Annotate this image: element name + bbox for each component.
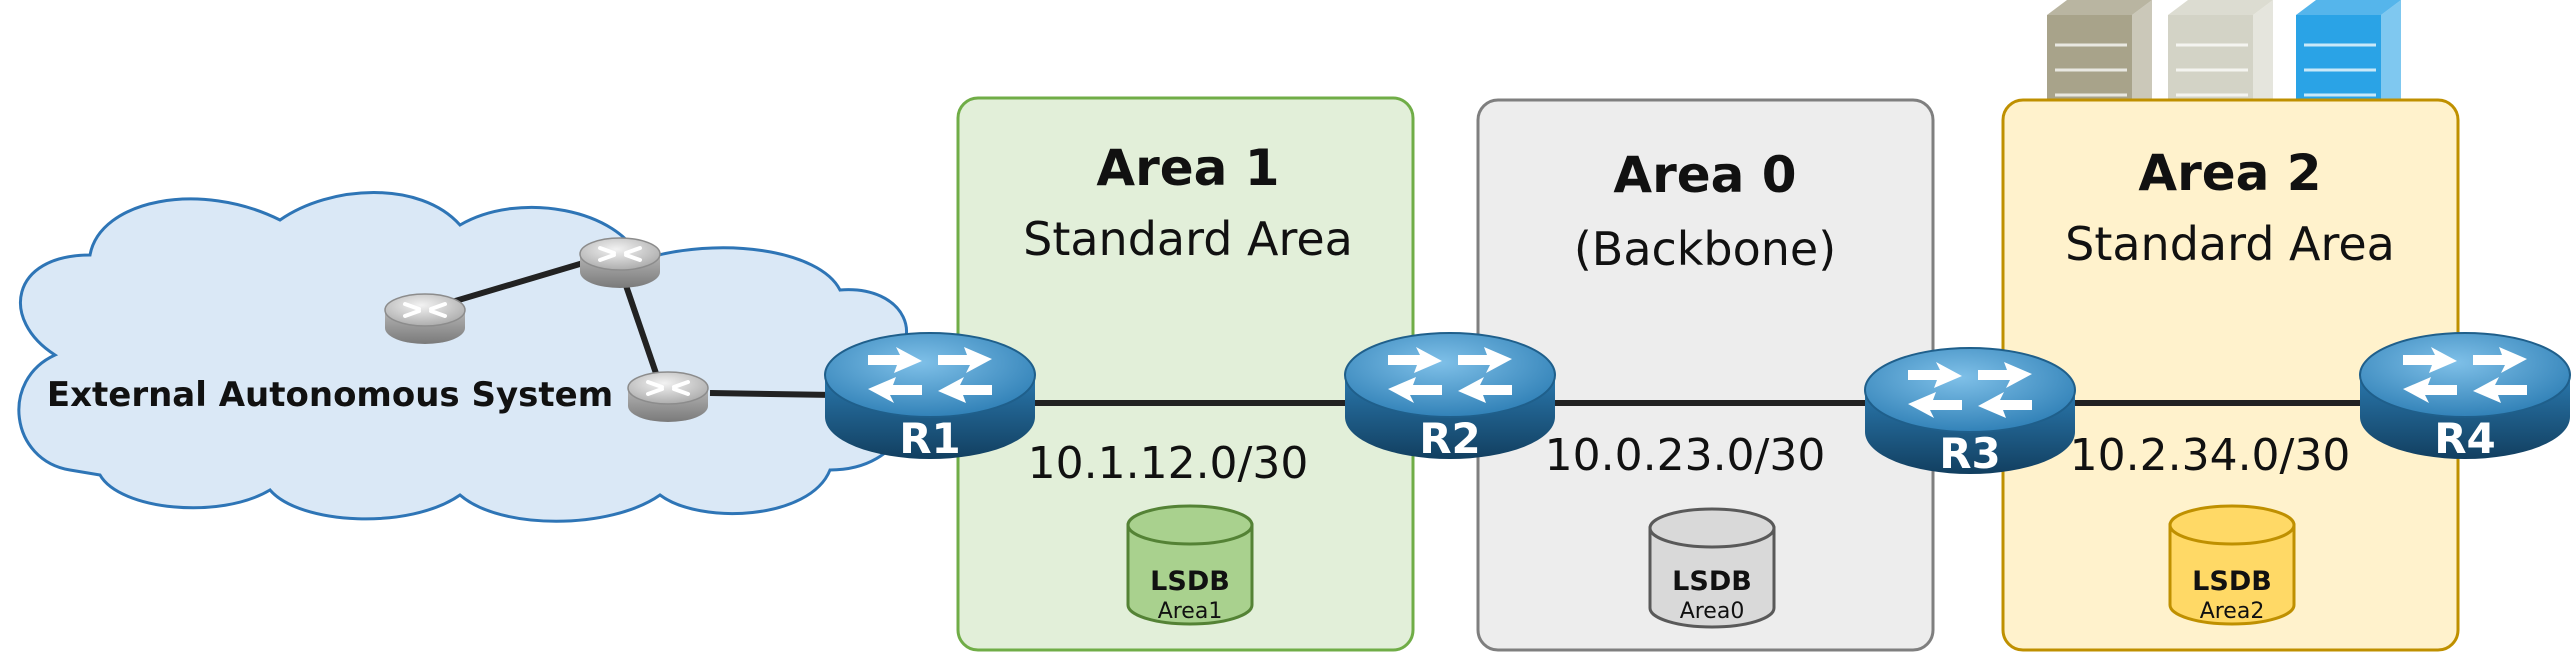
area-2-title: Area 2 xyxy=(2138,144,2321,202)
external-as-cloud: External Autonomous System xyxy=(17,191,908,523)
lsdb-area1-subtitle: Area1 xyxy=(1158,599,1223,624)
lsdb-area0: LSDB Area0 xyxy=(1648,507,1776,629)
lsdb-area0-title: LSDB xyxy=(1672,566,1752,597)
lsdb-area0-subtitle: Area0 xyxy=(1680,599,1745,624)
area-0-subtitle: (Backbone) xyxy=(1574,222,1836,276)
database-icon xyxy=(1648,526,1776,629)
lsdb-area2-title: LSDB xyxy=(2192,566,2272,597)
link-r1-r2-subnet: 10.1.12.0/30 xyxy=(1028,438,1309,489)
area-1-title: Area 1 xyxy=(1096,139,1279,197)
area-2-subtitle: Standard Area xyxy=(2065,217,2395,271)
external-as-label: External Autonomous System xyxy=(47,375,613,415)
area-0-title: Area 0 xyxy=(1613,146,1796,204)
external-router-2-icon xyxy=(578,236,662,290)
lsdb-area2: LSDB Area2 xyxy=(2168,504,2296,626)
lsdb-area2-subtitle: Area2 xyxy=(2200,599,2265,624)
router-r2: R2 xyxy=(1344,332,1556,463)
buildings-icon xyxy=(2047,0,2401,115)
database-icon xyxy=(2168,523,2296,626)
router-r1: R1 xyxy=(824,332,1036,463)
link-r3-r4-subnet: 10.2.34.0/30 xyxy=(2070,430,2351,481)
area-1-subtitle: Standard Area xyxy=(1023,212,1353,266)
router-r1-label: R1 xyxy=(899,414,961,463)
cloud-shape xyxy=(17,191,908,523)
link-r2-r3-subnet: 10.0.23.0/30 xyxy=(1545,430,1826,481)
router-r4: R4 xyxy=(2359,332,2571,463)
router-r3-label: R3 xyxy=(1939,429,2001,478)
router-r3: R3 xyxy=(1864,347,2076,478)
external-router-3-icon xyxy=(626,370,710,424)
router-r4-label: R4 xyxy=(2434,414,2496,463)
lsdb-area1: LSDB Area1 xyxy=(1126,504,1254,626)
router-r2-label: R2 xyxy=(1419,414,1481,463)
lsdb-area1-title: LSDB xyxy=(1150,566,1230,597)
database-icon xyxy=(1126,523,1254,626)
external-router-1-icon xyxy=(383,292,467,346)
